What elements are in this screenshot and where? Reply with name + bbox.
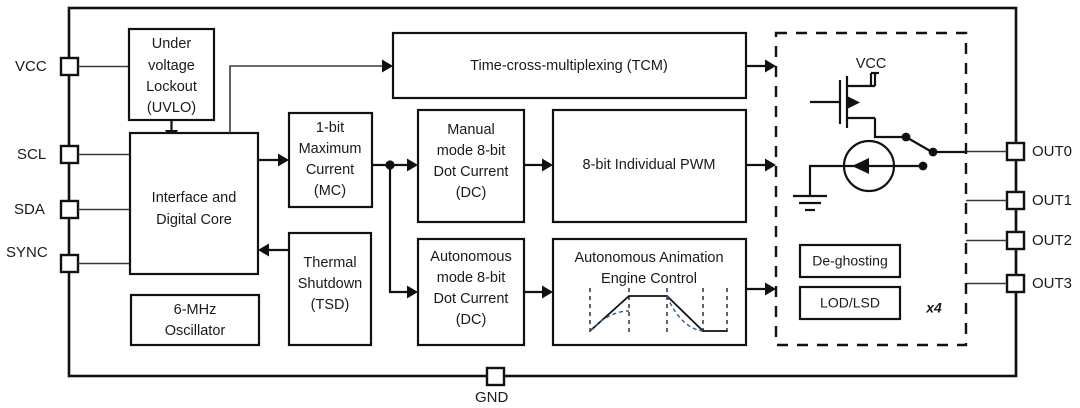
block-uvlo-line2: voltage [148, 58, 195, 74]
junction-mc-split [385, 160, 395, 170]
wire-mc-output-bus [372, 163, 407, 294]
arrowhead-auto-dc-to-anim [542, 285, 553, 299]
pin-out0-label: OUT0 [1032, 143, 1072, 160]
block-uvlo-line4: (UVLO) [147, 100, 196, 116]
block-manual-dc-line3: Dot Current [434, 164, 509, 180]
wire-core-to-tcm [229, 65, 382, 133]
block-de-ghosting[interactable]: De-ghosting [798, 243, 902, 279]
arrowhead-manual-dc-to-pwm [542, 158, 553, 172]
output-stage-multiplier-label: x4 [925, 300, 942, 316]
block-uvlo[interactable]: Under voltage Lockout (UVLO) [127, 27, 216, 122]
arrowhead-anim-to-driver [765, 282, 776, 296]
arrowhead-pwm-to-driver [765, 158, 776, 172]
pin-vcc-label: VCC [15, 58, 47, 75]
block-manual-dc-line1: Manual [447, 122, 495, 138]
current-source-icon [808, 139, 928, 196]
block-tsd-line1: Thermal [303, 255, 356, 271]
block-thermal-shutdown[interactable]: Thermal Shutdown (TSD) [287, 231, 373, 347]
pin-out0[interactable]: OUT0 [1005, 141, 1072, 162]
ground-icon [793, 194, 827, 212]
pin-scl[interactable]: SCL [17, 144, 80, 165]
block-mc-line2: Maximum [299, 141, 362, 157]
pin-out2-label: OUT2 [1032, 232, 1072, 249]
block-auto-dc-line1: Autonomous [430, 249, 511, 265]
block-animation-engine[interactable]: Autonomous Animation Engine Control [551, 237, 748, 347]
block-autonomous-dot-current[interactable]: Autonomous mode 8-bit Dot Current (DC) [416, 237, 526, 347]
output-stage-vcc-label: VCC [856, 56, 887, 72]
block-auto-dc-line2: mode 8-bit [437, 270, 506, 286]
arrowhead-tcm-to-driver [765, 59, 776, 73]
pin-out1[interactable]: OUT1 [1005, 190, 1072, 211]
block-tcm[interactable]: Time-cross-multiplexing (TCM) [391, 31, 748, 100]
block-tsd-line2: Shutdown [298, 276, 363, 292]
block-mc-line3: Current [306, 162, 354, 178]
block-interface-digital-core[interactable]: Interface and Digital Core [128, 131, 260, 276]
block-max-current[interactable]: 1-bit Maximum Current (MC) [287, 111, 374, 209]
block-interface-line1: Interface and [152, 190, 237, 206]
block-manual-dot-current[interactable]: Manual mode 8-bit Dot Current (DC) [416, 108, 526, 224]
block-tcm-line1: Time-cross-multiplexing (TCM) [470, 58, 668, 74]
block-mc-line1: 1-bit [316, 120, 344, 136]
pin-sync-label: SYNC [6, 244, 48, 261]
block-auto-dc-line3: Dot Current [434, 291, 509, 307]
block-lod-lsd-label: LOD/LSD [820, 295, 880, 311]
arrowhead-core-to-tcm [382, 59, 393, 73]
block-de-ghosting-label: De-ghosting [812, 253, 888, 269]
arrowhead-mc-to-manual-dc [407, 158, 418, 172]
block-uvlo-line1: Under [152, 36, 192, 52]
pin-gnd[interactable]: GND [475, 366, 509, 406]
block-manual-dc-line4: (DC) [456, 185, 487, 201]
pin-out2[interactable]: OUT2 [1005, 230, 1072, 251]
arrowhead-core-to-mc [278, 153, 289, 167]
block-individual-pwm[interactable]: 8-bit Individual PWM [551, 108, 748, 224]
pin-out3-label: OUT3 [1032, 275, 1072, 292]
block-uvlo-line3: Lockout [146, 79, 197, 95]
block-auto-dc-line4: (DC) [456, 312, 487, 328]
pin-out1-label: OUT1 [1032, 192, 1072, 209]
block-anim-line1: Autonomous Animation [574, 250, 723, 266]
block-anim-line2: Engine Control [601, 271, 697, 287]
pin-scl-label: SCL [17, 146, 46, 163]
block-tsd-line3: (TSD) [311, 297, 350, 313]
block-oscillator[interactable]: 6-MHz Oscillator [129, 293, 261, 347]
spdt-switch-icon [901, 132, 966, 157]
pin-sda[interactable]: SDA [14, 199, 80, 220]
block-pwm-line1: 8-bit Individual PWM [583, 157, 716, 173]
pin-sda-label: SDA [14, 201, 45, 218]
block-interface-line2: Digital Core [156, 212, 232, 228]
pmos-transistor-icon [810, 71, 906, 139]
block-mc-line4: (MC) [314, 183, 346, 199]
block-oscillator-line2: Oscillator [165, 323, 226, 339]
block-lod-lsd[interactable]: LOD/LSD [798, 285, 902, 321]
animation-waveform [589, 288, 728, 332]
arrowhead-mc-to-auto-dc [407, 285, 418, 299]
block-oscillator-line1: 6-MHz [174, 302, 217, 318]
pin-sync[interactable]: SYNC [6, 244, 80, 274]
arrowhead-tsd-to-core [258, 243, 269, 257]
pin-gnd-label: GND [475, 389, 509, 406]
pin-out3[interactable]: OUT3 [1005, 273, 1072, 294]
block-manual-dc-line2: mode 8-bit [437, 143, 506, 159]
pin-vcc[interactable]: VCC [15, 56, 80, 77]
output-driver-dashed-region [774, 31, 968, 347]
